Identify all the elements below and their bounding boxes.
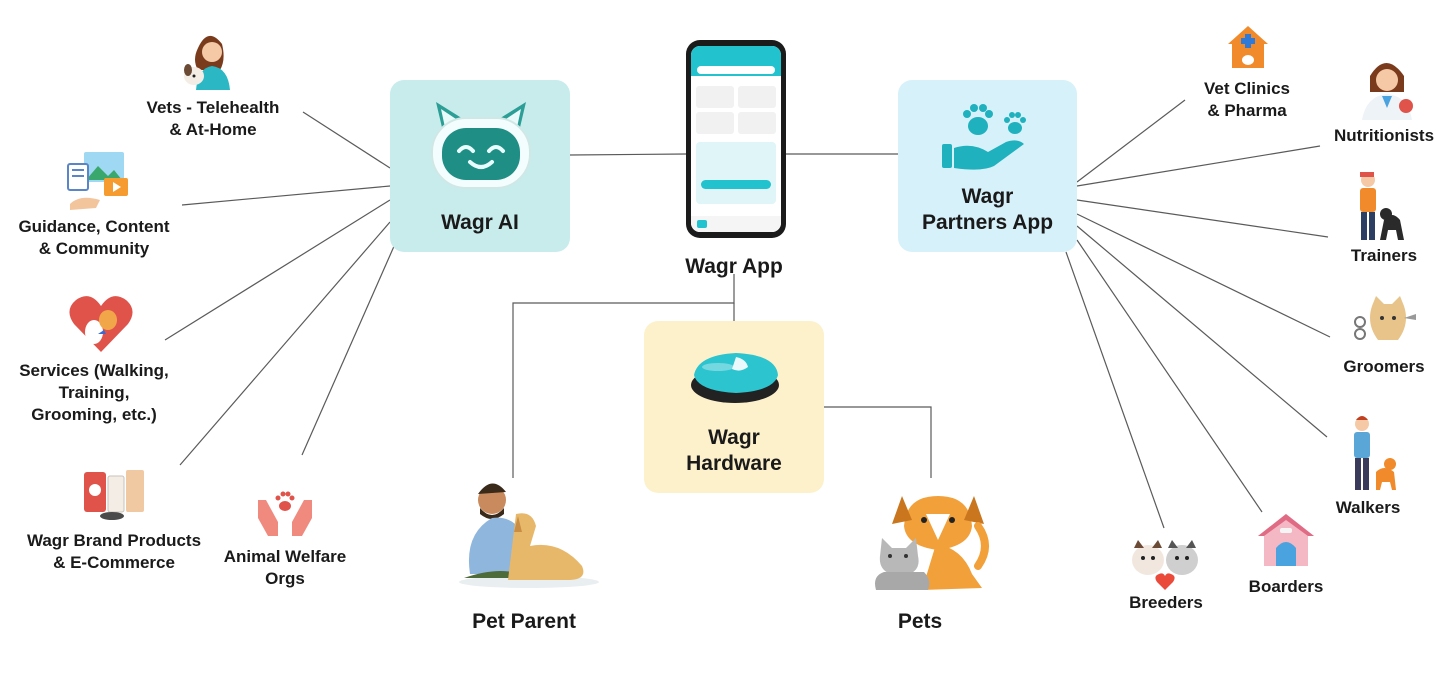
connector-services	[164, 199, 391, 341]
connector-trainers	[1076, 199, 1329, 238]
partners-app-hub[interactable]: Wagr Partners App	[898, 80, 1077, 252]
walkers-label: Walkers	[1335, 498, 1401, 517]
products-label: Wagr Brand Products & E-Commerce	[26, 531, 202, 572]
heart-pets-icon	[69, 296, 133, 352]
connector-guidance	[181, 185, 391, 206]
connector-groomers	[1076, 213, 1331, 338]
welfare-label: Animal Welfare Orgs	[223, 547, 347, 588]
app-screen	[691, 46, 781, 232]
nutritionists-label: Nutritionists	[1333, 126, 1435, 145]
wagr-ai-hub[interactable]: Wagr AI	[390, 80, 570, 252]
groomer-cat-icon	[1354, 296, 1416, 340]
dog-and-cat-icon	[875, 496, 989, 590]
connector-ai-app	[569, 153, 687, 156]
guidance-label: Guidance, Content & Community	[18, 217, 170, 258]
wagr-app-label: Wagr App	[685, 255, 783, 278]
vet-woman-with-dog-icon	[184, 35, 230, 90]
gps-tracker-icon	[691, 353, 779, 403]
connector-hardware-pets	[824, 406, 932, 478]
breeders-label: Breeders	[1129, 593, 1203, 612]
content-media-icon	[67, 152, 128, 210]
phone-mockup[interactable]	[686, 40, 786, 238]
connector-products	[179, 221, 391, 466]
groomers-label: Groomers	[1343, 357, 1425, 376]
pets-label: Pets	[897, 610, 943, 633]
nutritionist-icon	[1362, 63, 1413, 120]
hardware-label: Wagr Hardware	[686, 426, 782, 475]
robot-cat-icon	[431, 102, 531, 189]
welfare-hands-icon	[258, 491, 312, 536]
vet-clinic-house-icon	[1228, 26, 1268, 68]
connector-app-hardware-parent	[512, 274, 735, 478]
pet-parent-icon	[459, 483, 599, 588]
wagr-ai-label: Wagr AI	[441, 211, 519, 234]
hardware-hub[interactable]: Wagr Hardware	[644, 321, 824, 493]
walker-with-dog-icon	[1354, 416, 1396, 490]
partners-app-label: Wagr Partners App	[921, 185, 1054, 234]
connector-vet-clinics	[1076, 99, 1186, 183]
bulldogs-heart-icon	[1132, 540, 1198, 590]
connector-walkers	[1076, 225, 1328, 438]
dog-house-icon	[1258, 514, 1314, 566]
paw-hand-icon	[942, 104, 1026, 170]
connector-boarders	[1076, 239, 1263, 513]
connector-welfare	[301, 243, 396, 456]
connector-breeders	[1065, 251, 1165, 529]
trainer-with-dog-icon	[1360, 172, 1404, 240]
vet-clinics-label: Vet Clinics & Pharma	[1204, 79, 1290, 120]
boarders-label: Boarders	[1248, 577, 1324, 596]
pet-parent-label: Pet Parent	[472, 610, 576, 633]
connector-vets	[302, 111, 391, 169]
connector-nutritionists	[1076, 145, 1321, 187]
vets-label: Vets - Telehealth & At-Home	[146, 98, 280, 139]
trainers-label: Trainers	[1350, 246, 1418, 265]
services-label: Services (Walking, Training, Grooming, e…	[19, 361, 169, 424]
pet-products-icon	[84, 470, 144, 520]
